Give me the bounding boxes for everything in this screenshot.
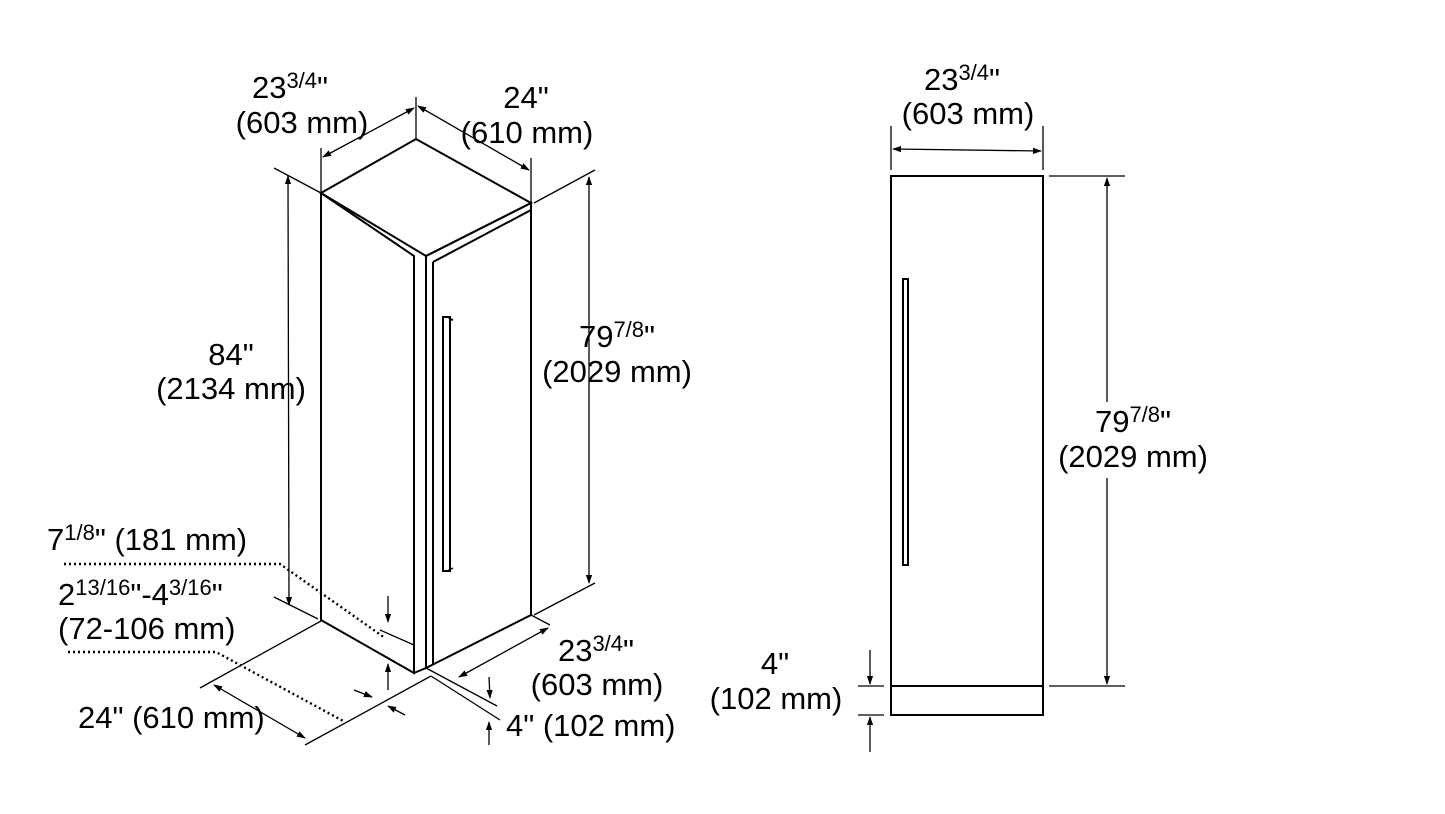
adjustment-leader: [68, 650, 346, 724]
door-top-edge: [432, 209, 532, 263]
top-depth-dimension-line: [417, 105, 530, 171]
top-width-label: 233/4": [252, 68, 328, 105]
door-height-label: 797/8": [579, 317, 655, 354]
adjustment-label: 213/16"-43/16": [58, 575, 223, 612]
base-width-dimension-line: [458, 627, 549, 678]
front-grille-label: 4": [761, 646, 789, 681]
height-label: 84": [208, 337, 254, 372]
toekick-leader: [64, 562, 386, 639]
top-width-mm-label: (603 mm): [236, 105, 369, 140]
cabinet-left-face: [320, 192, 415, 675]
top-width-dimension-line: [322, 107, 415, 158]
front-width-dimension-line: [892, 145, 1042, 155]
front-door-height-mm-label: (2029 mm): [1058, 439, 1208, 474]
base-depth-label: 24" (610 mm): [78, 700, 265, 735]
adjustment-mm-label: (72-106 mm): [58, 611, 235, 646]
top-depth-label: 24": [503, 80, 549, 115]
base-depth-dimension-line: [213, 684, 306, 739]
front-door-height-label: 797/8": [1095, 402, 1171, 439]
front-grille-mm-label: (102 mm): [710, 681, 843, 716]
base-width-label: 233/4": [558, 631, 634, 668]
front-view: 233/4" (603 mm) 797/8" (2029 mm) 4" (102…: [710, 60, 1208, 752]
toekick-label: 71/8" (181 mm): [47, 520, 247, 557]
front-width-mm-label: (603 mm): [902, 96, 1035, 131]
cabinet-top-face: [319, 137, 534, 258]
isometric-view: 233/4" (603 mm) 24" (610 mm) 84" (2134 m…: [47, 68, 692, 746]
height-dimension-line: [284, 175, 293, 606]
front-door-handle: [902, 278, 909, 566]
base-width-mm-label: (603 mm): [531, 667, 664, 702]
door-handle: [442, 316, 454, 572]
top-depth-mm-label: (610 mm): [461, 115, 594, 150]
height-mm-label: (2134 mm): [156, 371, 306, 406]
door-front-face: [425, 201, 532, 670]
front-door-panel: [890, 175, 1044, 716]
grille-height-label: 4" (102 mm): [506, 708, 676, 743]
front-width-label: 233/4": [924, 60, 1000, 97]
base-line: [413, 667, 427, 674]
door-height-mm-label: (2029 mm): [542, 354, 692, 389]
